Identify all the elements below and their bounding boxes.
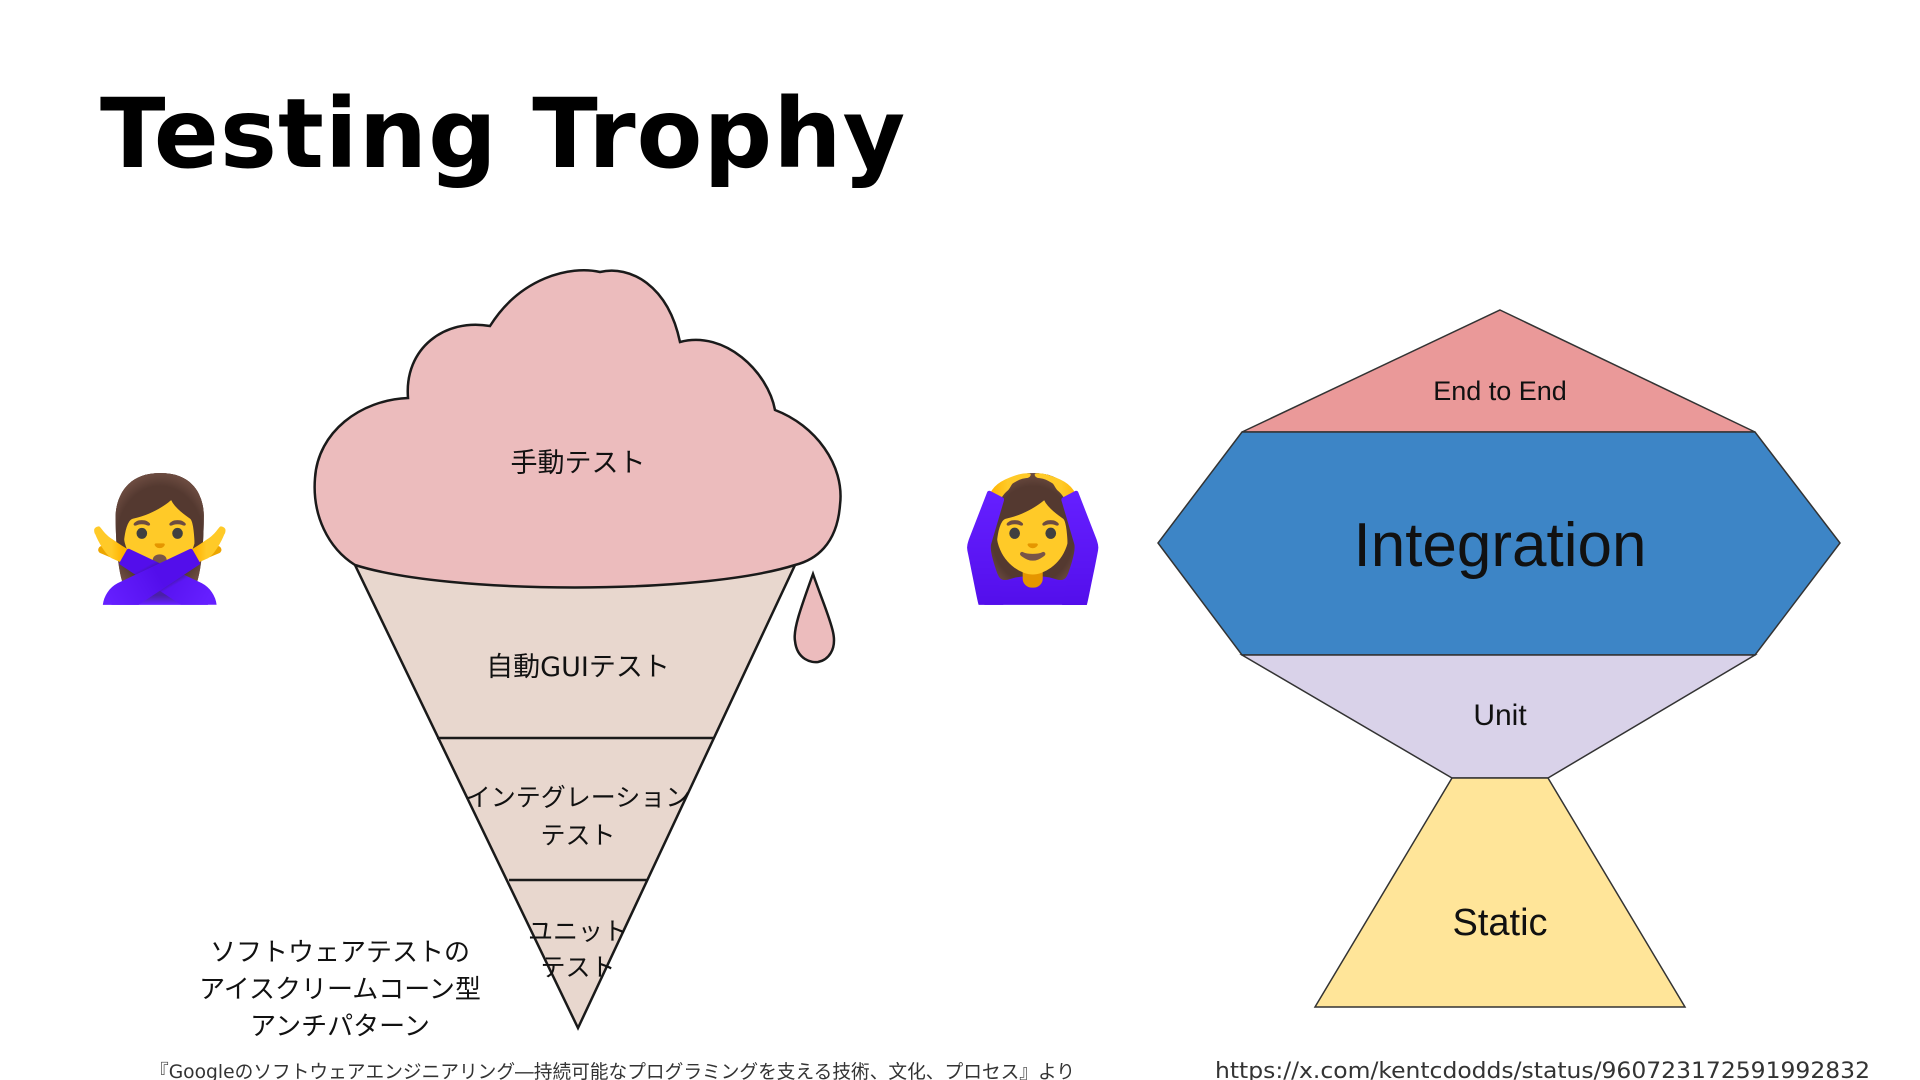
trophy-level-static	[1313, 777, 1687, 1008]
trophy-label-end-to-end: End to End	[1433, 376, 1567, 406]
testing-trophy-diagram: End to End Integration Unit Static	[1157, 309, 1841, 1008]
cone-caption-line1: ソフトウェアテストの	[210, 938, 470, 968]
cone-layer-unit-line2: テスト	[540, 953, 615, 982]
ice-cream-cone-diagram: 手動テスト 自動GUIテスト インテグレーション テスト ユニット テスト ソフ…	[199, 268, 842, 1042]
source-credit-url: https://x.com/kentcdodds/status/96072317…	[1215, 1059, 1870, 1080]
ice-cream-drip	[793, 570, 836, 664]
slide-title: Testing Trophy	[100, 78, 907, 190]
trophy-label-integration: Integration	[1354, 511, 1647, 580]
cone-layer-unit-line1: ユニット	[528, 917, 628, 946]
trophy-label-unit: Unit	[1473, 699, 1527, 732]
ice-cream-scoop	[313, 268, 842, 589]
source-credit-book: 『Googleのソフトウェアエンジニアリング―持続可能なプログラミングを支える技…	[150, 1061, 1075, 1080]
trophy-level-end-to-end	[1241, 309, 1756, 433]
ok-gesture-emoji: 🙆‍♀️	[958, 470, 1107, 609]
cone-caption-line3: アンチパターン	[250, 1012, 430, 1042]
trophy-label-static: Static	[1452, 902, 1547, 944]
person-gesturing-ok-icon: 🙆‍♀️	[958, 470, 1107, 609]
no-gesture-emoji: 🙅‍♀️	[85, 470, 234, 609]
scoop-label: 手動テスト	[511, 448, 646, 479]
cone-caption-line2: アイスクリームコーン型	[199, 975, 481, 1005]
cone-layer-integration-line2: テスト	[540, 821, 615, 850]
cone-layer-integration-line1: インテグレーション	[466, 783, 691, 812]
person-gesturing-no-icon: 🙅‍♀️	[85, 470, 234, 609]
cone-layer-auto-gui: 自動GUIテスト	[486, 652, 670, 683]
